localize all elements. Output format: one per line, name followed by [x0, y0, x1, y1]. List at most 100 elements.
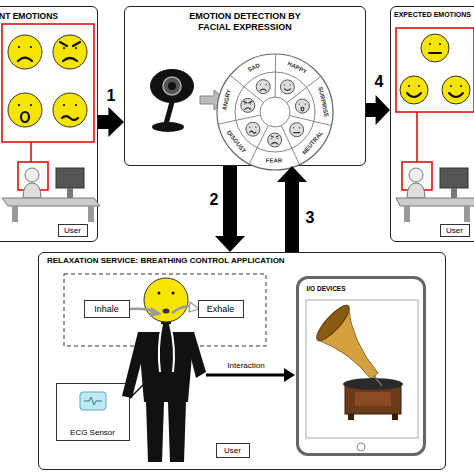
block-arrow: [277, 166, 307, 252]
emotion-label: DISGUST: [225, 129, 247, 154]
user-leg: [168, 402, 186, 462]
face-features: [244, 101, 252, 109]
user-leg: [146, 402, 164, 462]
step-number: 1: [107, 88, 116, 104]
face-circle: [246, 122, 260, 136]
emotion-label: NEUTRAL: [301, 130, 325, 157]
breath-label: Inhale: [94, 304, 119, 314]
sensor-lead: [130, 382, 146, 398]
monitor-stand: [67, 188, 73, 198]
input-panel: NT EMOTIONS User: [0, 6, 98, 242]
gramophone-arm: [374, 376, 382, 386]
interaction-arrowhead: [284, 368, 295, 382]
webcam-stand: [166, 102, 172, 124]
panel-title: EXPECTED EMOTIONS: [394, 11, 474, 19]
sensor-label: ECG Sensor: [70, 428, 115, 437]
face-circle: [8, 35, 42, 69]
face-features: [429, 44, 441, 53]
face-features: [407, 86, 421, 97]
panel-title: NT EMOTIONS: [0, 11, 58, 21]
tablet-button: [357, 443, 365, 451]
user-label: User: [224, 446, 241, 455]
wheel-face: [295, 99, 309, 113]
emotion-label: FEAR: [266, 157, 282, 164]
webcam-base: [152, 122, 184, 132]
ecg-device: [80, 392, 106, 410]
gramophone-foot: [348, 414, 354, 420]
step-number: 4: [375, 74, 384, 90]
neutral-face: [421, 34, 449, 62]
block-arrow: [98, 107, 124, 137]
emotion-label: SURPRISE: [316, 86, 329, 117]
desk-top: [2, 198, 100, 206]
desk-leg: [12, 206, 18, 222]
user-face: [144, 278, 188, 322]
wheel-face: [280, 80, 294, 94]
block-arrow: [366, 95, 390, 125]
panel-title: EMOTION DETECTION BY FACIAL EXPRESSION: [183, 11, 307, 33]
breath-label: Exhale: [207, 304, 235, 314]
wheel-dividers: [218, 54, 331, 165]
gramophone-base: [345, 384, 401, 414]
monitor-stand: [451, 188, 457, 198]
emotion-label: SAD: [247, 62, 261, 74]
user-arm: [186, 332, 206, 378]
face-features: [19, 105, 31, 122]
disgust-face: [53, 93, 87, 127]
callout-box: [402, 162, 432, 190]
gramophone-horn: [318, 306, 378, 379]
sad-face: [8, 35, 42, 69]
tablet-screen: [306, 300, 418, 438]
face-features: [18, 47, 32, 61]
flow-label: Interaction: [227, 361, 264, 370]
emotion-label: ANGRY: [221, 89, 233, 111]
face-features: [260, 85, 266, 91]
gramophone-panel: [355, 392, 391, 406]
user-label: User: [446, 226, 463, 235]
user-label: User: [64, 226, 81, 235]
face-features: [250, 127, 256, 133]
face-circle: [280, 80, 294, 94]
user-head: [409, 168, 423, 182]
face-features: [60, 42, 80, 61]
device-tablet: I/O DEVICES: [296, 276, 426, 456]
face-features: [284, 85, 290, 91]
user-tag: User: [216, 443, 250, 458]
face-features: [449, 86, 463, 97]
happy-face: [400, 76, 428, 104]
panel-title: RELAXATION SERVICE: BREATHING CONTROL AP…: [47, 256, 285, 266]
user-arm: [122, 332, 148, 398]
user-torso: [138, 332, 194, 402]
gramophone-bell: [312, 301, 353, 345]
emotion-callout-box: [2, 24, 94, 142]
wheel-face: [256, 80, 270, 94]
interaction-arrow: [206, 374, 285, 377]
ecg-trace: [84, 397, 102, 405]
surprised-face: [8, 93, 42, 127]
desk-top: [396, 198, 474, 206]
gramophone-foot: [392, 414, 398, 420]
angry-face: [53, 35, 87, 69]
user-body: [407, 183, 425, 198]
emotion-callout-box: [396, 28, 474, 112]
breath-box: Inhale: [84, 300, 130, 318]
face-circle: [295, 99, 309, 113]
face-circle: [400, 76, 428, 104]
face-circle: [290, 123, 304, 137]
inhale-arrow: [130, 309, 156, 312]
wheel-face: [268, 133, 282, 147]
emotion-label: HAPPY: [286, 60, 308, 75]
wheel-center: [260, 97, 290, 127]
face-circle: [241, 98, 255, 112]
wheel-face: [246, 122, 260, 136]
callout-line: [416, 112, 418, 162]
webcam-body: [150, 69, 194, 103]
face-mouth: [163, 309, 170, 314]
face-eyes: [159, 292, 173, 295]
wheel-face: [241, 98, 255, 112]
user-head: [25, 168, 39, 182]
exhale-arrow: [172, 306, 192, 313]
block-arrow: [215, 166, 245, 252]
